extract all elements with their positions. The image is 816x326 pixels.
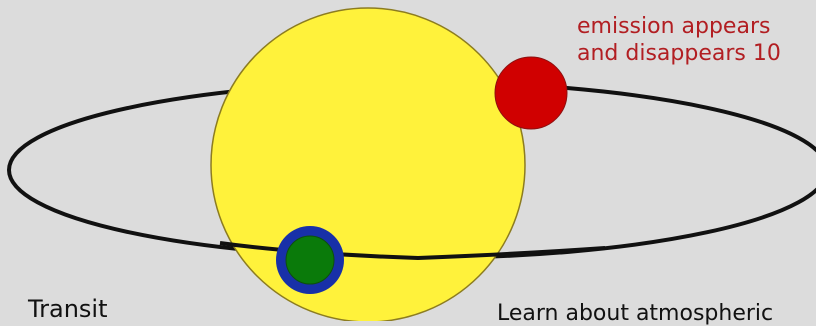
top-cut-text-fragment: — — [577, 0, 628, 10]
emission-caption-line-1: emission appears [577, 16, 770, 38]
green-planet [286, 236, 334, 284]
red-planet [495, 57, 567, 129]
learn-label: Learn about atmospheric [497, 303, 773, 325]
transit-label: Transit [28, 297, 108, 321]
emission-caption-line-2: and disappears 10 [577, 43, 781, 65]
star-disk [211, 8, 525, 321]
